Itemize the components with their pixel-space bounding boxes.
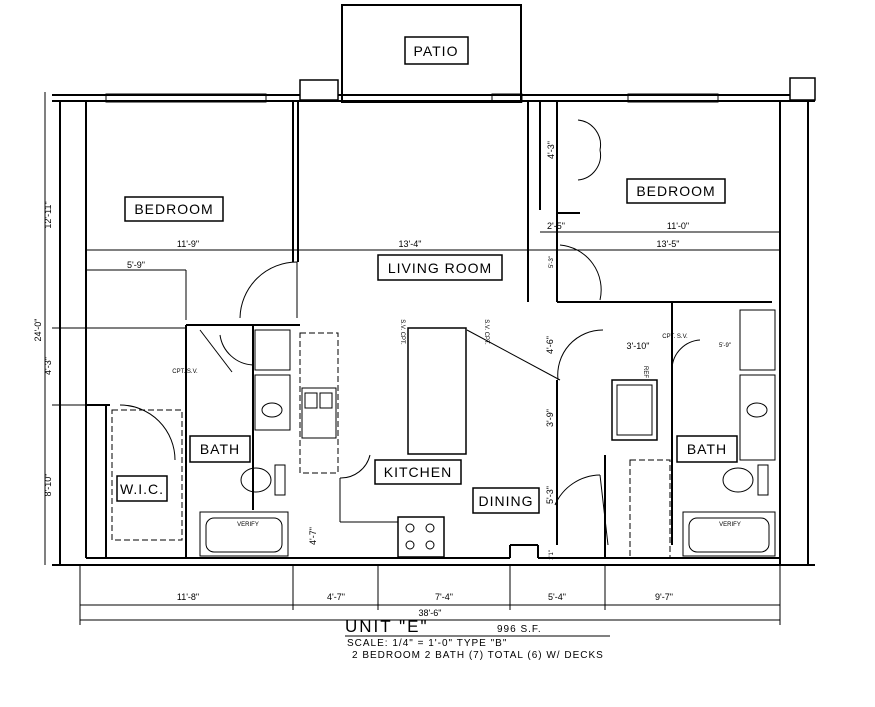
dim-bedroom-left: 11'-9" (177, 239, 199, 249)
scale-line: SCALE: 1/4" = 1'-0" TYPE "B" (347, 638, 507, 649)
dim-bottom-b: 4'-7" (327, 592, 345, 602)
dim-right-hall-d: 5'-9" (719, 343, 731, 349)
dim-right-hall-e: 3'-10" (627, 341, 650, 351)
dimension-lines (44, 92, 781, 625)
summary-line: 2 BEDROOM 2 BATH (7) TOTAL (6) W/ DECKS (352, 650, 604, 661)
bedroom-right-label: BEDROOM (636, 183, 715, 199)
living-room-label: LIVING ROOM (388, 260, 492, 276)
sv-cpt-right: S.V. CPT. (483, 319, 489, 345)
dimension-labels: 11'-9" 13'-4" 11'-0" 13'-5" 2'-5" 5'-9" … (33, 141, 731, 618)
title-block: UNIT "E" 996 S.F. SCALE: 1/4" = 1'-0" TY… (345, 617, 610, 661)
verify-right: VERIFY (719, 522, 741, 528)
wic-label: W.I.C. (120, 481, 164, 497)
sv-cpt-center: S.V. CPT. (399, 319, 405, 345)
exterior-walls (52, 77, 816, 566)
sink-right (746, 402, 768, 418)
kitchen-sink (304, 392, 318, 409)
dim-right-span: 13'-5" (657, 239, 680, 249)
dim-bottom-d: 5'-4" (548, 592, 566, 602)
unit-area: 996 S.F. (497, 624, 542, 635)
verify-left: VERIFY (237, 522, 259, 528)
dim-lower-left: 8'-10" (43, 474, 53, 497)
dim-kitchen-depth: 4'-7" (308, 527, 318, 545)
dim-upper-left: 12'-11" (43, 201, 53, 228)
dim-right-hall-a: 4'-6" (545, 336, 555, 354)
dim-hall-width: 5'-9" (127, 260, 145, 270)
annotations: CPT. S.V. CPT. S.V. S.V. CPT. S.V. CPT. … (172, 319, 741, 528)
unit-title: UNIT "E" (345, 617, 429, 636)
dim-right-hall-b: 3'-9" (545, 409, 555, 427)
dim-bottom-e: 9'-7" (655, 592, 673, 602)
dim-right-small-b: 1'1" (549, 550, 555, 560)
dim-bedroom-right: 11'-0" (667, 221, 689, 231)
cpt-sv-left: CPT. S.V. (172, 369, 198, 375)
cpt-sv-right: CPT. S.V. (662, 334, 688, 340)
sink-left (261, 402, 283, 418)
bath-left-label: BATH (200, 441, 240, 457)
patio-area: PATIO (341, 4, 522, 103)
room-labels: BEDROOM BEDROOM LIVING ROOM BATH BATH W.… (116, 178, 738, 514)
dim-overall-width: 38'-6" (419, 608, 442, 618)
tub-right (682, 511, 776, 557)
dim-living: 13'-4" (399, 239, 422, 249)
dim-closet-depth: 4'-3" (546, 141, 556, 159)
ref-label: REF (642, 366, 648, 378)
dining-label: DINING (479, 493, 534, 509)
toilet-right (722, 467, 754, 493)
toilet-left (240, 467, 272, 493)
doors (119, 119, 701, 506)
dim-bottom-c: 7'-4" (435, 592, 453, 602)
fixtures (199, 392, 776, 557)
kitchen-label: KITCHEN (384, 464, 452, 480)
bedroom-left-label: BEDROOM (134, 201, 213, 217)
bath-right-label: BATH (687, 441, 727, 457)
dim-closet-width: 2'-5" (547, 221, 565, 231)
patio-label: PATIO (414, 43, 459, 59)
dim-right-hall-c: 5'-3" (545, 486, 555, 504)
interior-walls (86, 101, 776, 559)
dim-right-small-a: 5'-3" (549, 256, 555, 268)
dim-overall-height: 24'-0" (33, 319, 43, 342)
dim-bottom-a: 11'-8" (177, 592, 199, 602)
tub-left (199, 511, 289, 557)
dim-mid-left: 4'-3" (43, 357, 53, 375)
